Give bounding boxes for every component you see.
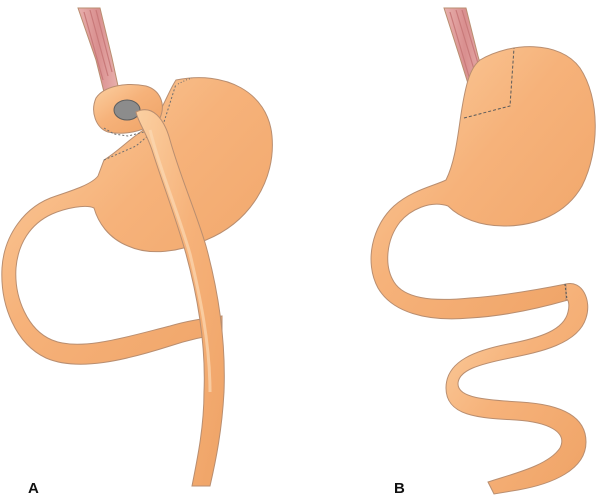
panel-label-a: A: [28, 480, 39, 497]
stomach: [371, 47, 595, 319]
pouch-opening: [114, 100, 140, 120]
esophagus-a: [78, 8, 118, 92]
panel-label-b: B: [394, 480, 405, 497]
panel-a-illustration: [2, 8, 273, 486]
panel-b-illustration: [371, 8, 595, 494]
